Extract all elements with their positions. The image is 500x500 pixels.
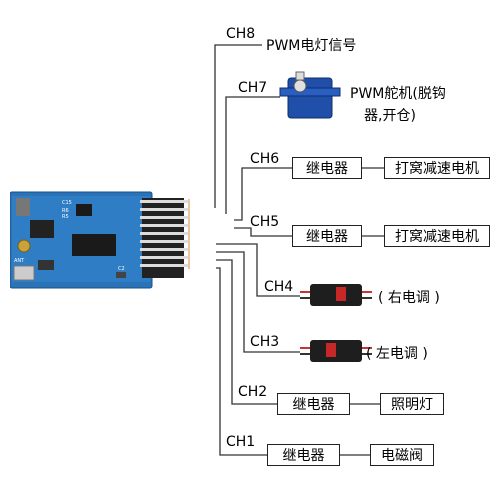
silk-c2: C2 bbox=[118, 266, 125, 272]
wire-ch6 bbox=[234, 167, 292, 221]
ch4-label: CH4 bbox=[264, 279, 294, 295]
wire-ch5 bbox=[234, 227, 292, 237]
silk-r5: R5 bbox=[62, 214, 69, 220]
ch1-valve-box: 电磁阀 bbox=[370, 444, 434, 466]
ch4-desc: ( 右电调 ) bbox=[378, 290, 440, 306]
wire-ch8 bbox=[214, 44, 262, 208]
ch1-label: CH1 bbox=[226, 434, 256, 450]
wire-ch2 bbox=[216, 259, 277, 405]
ch5-motor-box: 打窝减速电机 bbox=[384, 225, 490, 247]
receiver-board: C15 R6 R5 ANT C2 bbox=[10, 191, 190, 289]
ch2-relay-box: 继电器 bbox=[277, 393, 350, 415]
ch7-label: CH7 bbox=[238, 80, 268, 96]
servo-icon bbox=[279, 71, 341, 119]
ch2-light-box: 照明灯 bbox=[380, 393, 444, 415]
esc-right-icon bbox=[300, 284, 372, 306]
ch6-motor-box: 打窝减速电机 bbox=[384, 157, 490, 179]
ch2-label: CH2 bbox=[238, 384, 268, 400]
wire-ch7 bbox=[225, 96, 280, 214]
silk-r6: R6 bbox=[62, 208, 69, 214]
wire-ch4 bbox=[216, 243, 300, 297]
wire-ch1 bbox=[216, 267, 267, 456]
ch6-label: CH6 bbox=[250, 151, 280, 167]
ch3-label: CH3 bbox=[250, 334, 280, 350]
ch8-desc: PWM电灯信号 bbox=[266, 38, 357, 54]
ch1-relay-box: 继电器 bbox=[267, 444, 340, 466]
ch3-desc: ( 左电调 ) bbox=[366, 346, 428, 362]
silk-c15: C15 bbox=[62, 200, 72, 206]
ch5-label: CH5 bbox=[250, 214, 280, 230]
ch6-relay-box: 继电器 bbox=[292, 157, 362, 179]
esc-left-icon bbox=[300, 340, 372, 362]
ch7-desc-line2: 器,开仓) bbox=[364, 108, 416, 124]
ch5-relay-box: 继电器 bbox=[292, 225, 362, 247]
ch7-desc-line1: PWM舵机(脱钩 bbox=[350, 86, 446, 102]
ch8-label: CH8 bbox=[226, 26, 256, 42]
silk-ant: ANT bbox=[14, 258, 25, 264]
wire-ch3 bbox=[216, 251, 300, 353]
